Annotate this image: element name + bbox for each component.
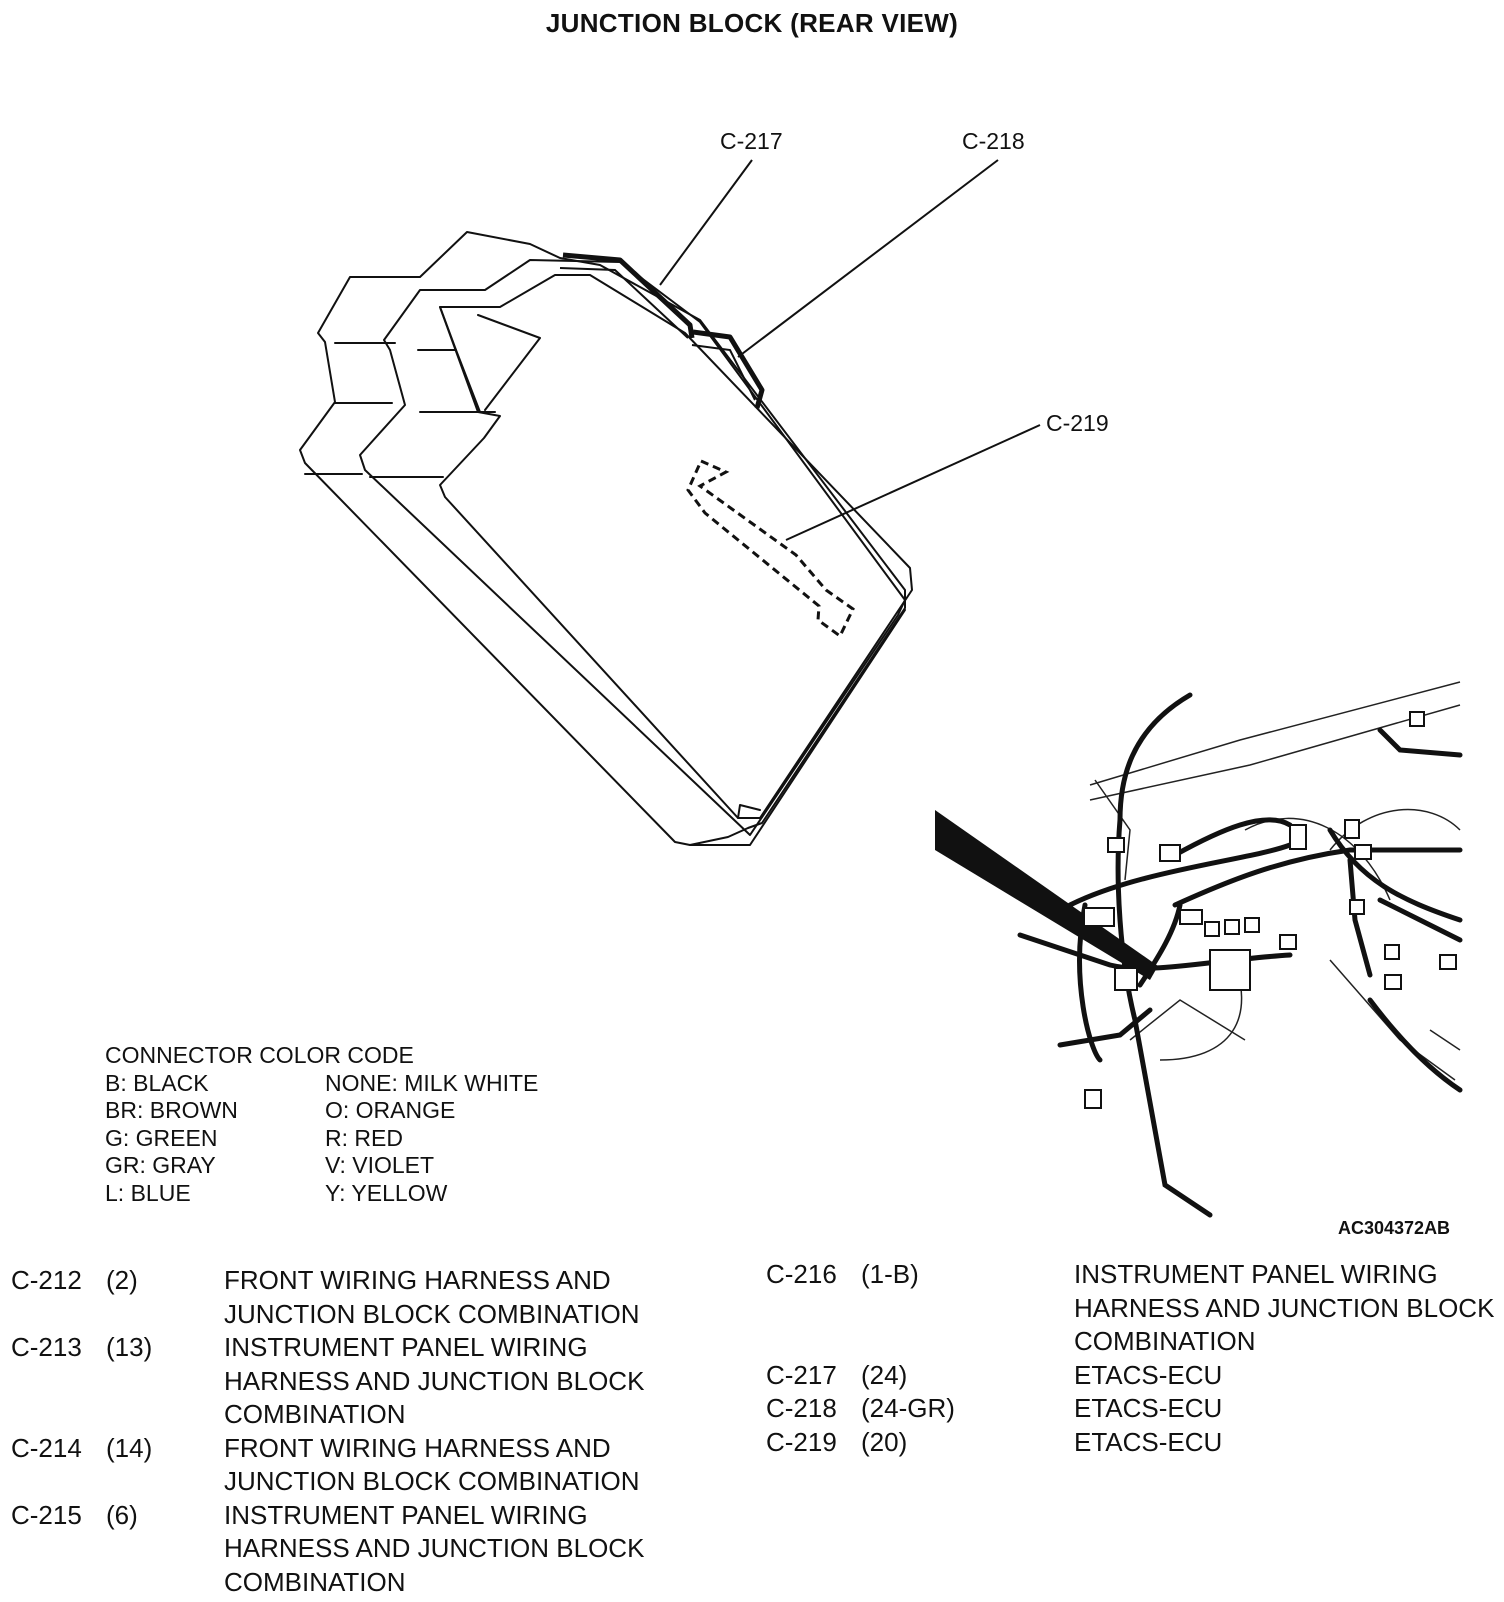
connector-row: C-213 (13) INSTRUMENT PANEL WIRING HARNE… (11, 1331, 684, 1432)
callout-c217: C-217 (720, 128, 783, 154)
color-code-item: Y: YELLOW (325, 1179, 448, 1206)
connector-row: C-214 (14) FRONT WIRING HARNESS AND JUNC… (11, 1432, 684, 1499)
junction-block-middle-outline (359, 259, 906, 836)
color-code-item: L: BLUE (105, 1179, 191, 1206)
color-code-item: NONE: MILK WHITE (325, 1069, 539, 1096)
connector-list-left: C-212 (2) FRONT WIRING HARNESS AND JUNCT… (11, 1264, 684, 1599)
connector-id: C-214 (11, 1432, 82, 1463)
color-code-row: L: BLUE Y: YELLOW (105, 1180, 538, 1208)
connector-id: C-213 (11, 1332, 82, 1362)
connector-id: C-217 (766, 1359, 837, 1390)
callout-c219: C-219 (1046, 410, 1109, 436)
figure-id: AC304372AB (1338, 1218, 1451, 1238)
color-code-item: G: GREEN (105, 1124, 218, 1151)
leader-c219 (785, 424, 1041, 541)
color-code-item: V: VIOLET (325, 1152, 435, 1178)
connector-description: ETACS-ECU (1074, 1393, 1223, 1423)
connector-row: C-217 (24) ETACS-ECU (766, 1359, 1504, 1393)
color-code-item: O: ORANGE (325, 1097, 456, 1123)
connector-description: FRONT WIRING HARNESS AND JUNCTION BLOCK … (224, 1265, 640, 1329)
color-code-row: G: GREEN R: RED (105, 1125, 538, 1153)
connector-pins: (6) (106, 1499, 138, 1530)
connector-description: INSTRUMENT PANEL WIRING HARNESS AND JUNC… (1074, 1259, 1495, 1356)
junction-block-rear-outline (299, 231, 906, 846)
connector-id: C-219 (766, 1426, 837, 1457)
connector-pins: (13) (106, 1332, 153, 1362)
connector-row: C-219 (20) ETACS-ECU (766, 1426, 1504, 1460)
connector-pins: (20) (861, 1426, 908, 1457)
color-code-item: BR: BROWN (105, 1097, 238, 1123)
connector-list-right: C-216 (1-B) INSTRUMENT PANEL WIRING HARN… (766, 1258, 1504, 1459)
connector-pins: (1-B) (861, 1259, 919, 1289)
connector-pins: (24-GR) (861, 1393, 955, 1423)
connector-row: C-212 (2) FRONT WIRING HARNESS AND JUNCT… (11, 1264, 684, 1331)
junction-block-front-cover (439, 274, 913, 819)
connector-id: C-215 (11, 1499, 82, 1530)
connector-c218-shape (692, 329, 765, 409)
connector-description: INSTRUMENT PANEL WIRING HARNESS AND JUNC… (224, 1499, 645, 1597)
diagram-title: JUNCTION BLOCK (REAR VIEW) (545, 8, 959, 38)
color-code-row: BR: BROWN O: ORANGE (105, 1097, 538, 1125)
color-code-item: R: RED (325, 1124, 403, 1151)
connector-description: ETACS-ECU (1074, 1359, 1223, 1390)
color-code-item: B: BLACK (105, 1069, 209, 1096)
color-code-heading: CONNECTOR COLOR CODE (105, 1042, 414, 1068)
color-code-row: GR: GRAY V: VIOLET (105, 1152, 538, 1180)
connector-pins: (14) (106, 1432, 153, 1463)
connector-id: C-218 (766, 1393, 837, 1423)
connector-row: C-215 (6) INSTRUMENT PANEL WIRING HARNES… (11, 1499, 684, 1600)
connector-color-code: CONNECTOR COLOR CODE B: BLACK NONE: MILK… (105, 1042, 538, 1207)
callout-c218: C-218 (962, 128, 1025, 154)
connector-id: C-212 (11, 1265, 82, 1295)
connector-pins: (24) (861, 1359, 908, 1390)
leader-c217 (659, 159, 753, 286)
connector-description: INSTRUMENT PANEL WIRING HARNESS AND JUNC… (224, 1332, 645, 1429)
connector-description: ETACS-ECU (1074, 1426, 1223, 1457)
connector-row: C-216 (1-B) INSTRUMENT PANEL WIRING HARN… (766, 1258, 1504, 1359)
leader-c218 (737, 159, 999, 358)
connector-row: C-218 (24-GR) ETACS-ECU (766, 1392, 1504, 1426)
connector-c217-shape (562, 252, 695, 339)
connector-c219-dashed (686, 459, 855, 639)
location-pointer (935, 810, 1158, 980)
connector-description: FRONT WIRING HARNESS AND JUNCTION BLOCK … (224, 1432, 640, 1497)
connector-id: C-216 (766, 1259, 837, 1289)
connector-pins: (2) (106, 1265, 138, 1295)
dashboard-location-inset (1089, 681, 1461, 1081)
color-code-item: GR: GRAY (105, 1152, 216, 1178)
color-code-row: B: BLACK NONE: MILK WHITE (105, 1070, 538, 1098)
